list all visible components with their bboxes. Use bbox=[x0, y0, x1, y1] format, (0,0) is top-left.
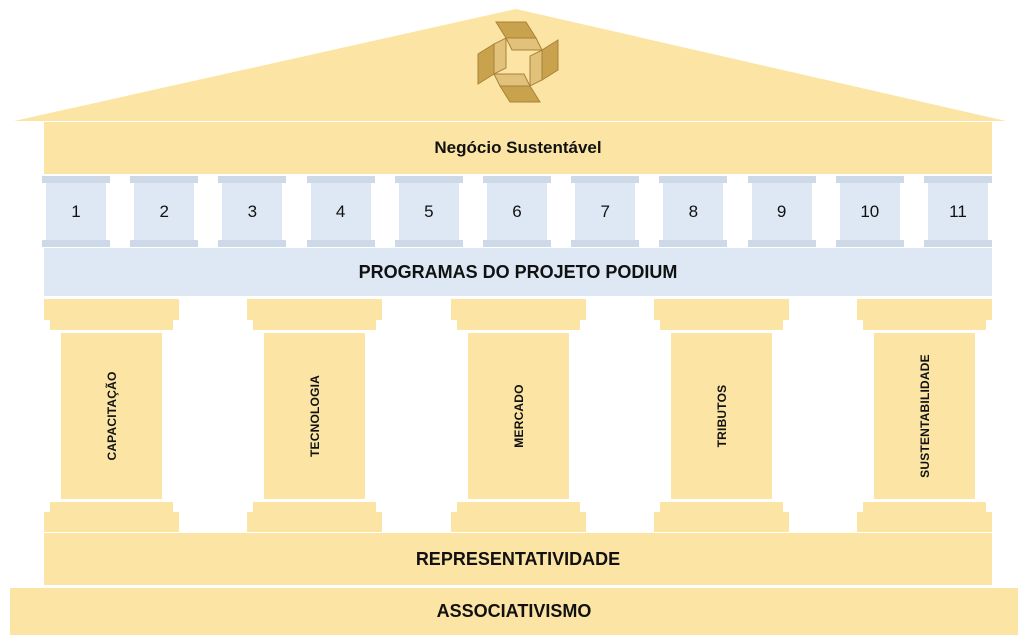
pillar-shaft: TECNOLOGIA bbox=[264, 333, 365, 499]
pillar-capital-top bbox=[654, 299, 789, 320]
small-column-number: 7 bbox=[600, 201, 610, 221]
small-column-base bbox=[483, 240, 551, 247]
small-column: 11 bbox=[928, 183, 988, 240]
pillar-base-mid bbox=[660, 502, 783, 512]
gold-knot-logo-icon bbox=[477, 21, 559, 103]
small-column-base bbox=[130, 240, 199, 247]
small-column-number: 9 bbox=[776, 201, 787, 221]
small-column-base bbox=[835, 240, 904, 247]
pillar-shaft: SUSTENTABILIDADE bbox=[874, 333, 975, 499]
pillar-capital-top bbox=[857, 299, 992, 320]
representatividade-step: REPRESENTATIVIDADE bbox=[44, 533, 992, 585]
small-column-capital bbox=[571, 176, 640, 183]
pillar-capital-mid bbox=[863, 320, 986, 330]
pillar-base-mid bbox=[50, 502, 173, 512]
small-column-number: 10 bbox=[860, 201, 880, 221]
small-column-capital bbox=[747, 176, 816, 183]
small-column-base bbox=[747, 240, 816, 247]
small-column-base bbox=[571, 240, 640, 247]
small-column-number: 11 bbox=[949, 201, 967, 221]
pillar-capital-mid bbox=[457, 320, 580, 330]
small-column: 4 bbox=[310, 183, 371, 240]
small-column: 2 bbox=[134, 183, 195, 240]
small-column-number: 2 bbox=[159, 201, 169, 221]
associativismo-label: ASSOCIATIVISMO bbox=[436, 601, 592, 621]
entablature-band: Negócio Sustentável bbox=[44, 122, 992, 174]
small-column: 5 bbox=[398, 183, 459, 240]
pillar-label: CAPACITAÇÃO bbox=[104, 371, 119, 461]
pillar-capital-top bbox=[44, 299, 179, 320]
pillar-capital-mid bbox=[253, 320, 376, 330]
small-column-number: 8 bbox=[688, 201, 699, 221]
small-column-capital bbox=[924, 176, 992, 183]
pillar-base-bottom bbox=[654, 512, 789, 532]
pillar-base-mid bbox=[253, 502, 376, 512]
associativismo-step: ASSOCIATIVISMO bbox=[10, 588, 1018, 635]
representatividade-label: REPRESENTATIVIDADE bbox=[415, 548, 621, 569]
pillar-base-mid bbox=[457, 502, 580, 512]
pillar-capital-mid bbox=[660, 320, 783, 330]
small-column: 8 bbox=[663, 183, 724, 240]
small-column-base bbox=[394, 240, 463, 247]
pillar-base-bottom bbox=[857, 512, 992, 532]
pillar-shaft: MERCADO bbox=[468, 333, 569, 499]
small-column: 6 bbox=[487, 183, 547, 240]
programs-band-label: PROGRAMAS DO PROJETO PODIUM bbox=[358, 261, 678, 282]
small-column-capital bbox=[218, 176, 287, 183]
small-column-number: 5 bbox=[424, 201, 434, 221]
entablature-label: Negócio Sustentável bbox=[434, 138, 602, 157]
small-column: 10 bbox=[839, 183, 900, 240]
small-column: 9 bbox=[751, 183, 812, 240]
small-column-base bbox=[218, 240, 287, 247]
programs-band: PROGRAMAS DO PROJETO PODIUM bbox=[44, 248, 992, 296]
small-column-base bbox=[924, 240, 992, 247]
pillar-capital-top bbox=[451, 299, 586, 320]
small-column-capital bbox=[306, 176, 375, 183]
small-column-number: 6 bbox=[512, 201, 522, 221]
small-column-capital bbox=[835, 176, 904, 183]
small-column-number: 1 bbox=[71, 201, 81, 221]
pillar-label: SUSTENTABILIDADE bbox=[917, 354, 932, 478]
small-column-base bbox=[306, 240, 375, 247]
pillar-capital-mid bbox=[50, 320, 173, 330]
pillar-base-bottom bbox=[451, 512, 586, 532]
small-column-capital bbox=[394, 176, 463, 183]
pillar-base-mid bbox=[863, 502, 986, 512]
pillar-label: MERCADO bbox=[511, 384, 526, 448]
small-column: 7 bbox=[575, 183, 636, 240]
pillar-base-bottom bbox=[44, 512, 179, 532]
small-column-number: 3 bbox=[247, 201, 258, 221]
pillar-shaft: CAPACITAÇÃO bbox=[61, 333, 162, 499]
pillar-base-bottom bbox=[247, 512, 382, 532]
pillar-capital-top bbox=[247, 299, 382, 320]
roof-pediment bbox=[14, 9, 1006, 121]
small-column-number: 4 bbox=[335, 201, 346, 221]
small-column: 1 bbox=[46, 183, 106, 240]
pillar-shaft: TRIBUTOS bbox=[671, 333, 772, 499]
pillar-label: TRIBUTOS bbox=[714, 384, 729, 448]
small-column-base bbox=[659, 240, 728, 247]
small-column-capital bbox=[659, 176, 728, 183]
small-column-capital bbox=[130, 176, 199, 183]
small-column-capital bbox=[42, 176, 110, 183]
pillar-label: TECNOLOGIA bbox=[307, 375, 322, 457]
small-column: 3 bbox=[222, 183, 283, 240]
small-column-base bbox=[42, 240, 110, 247]
small-column-capital bbox=[483, 176, 551, 183]
